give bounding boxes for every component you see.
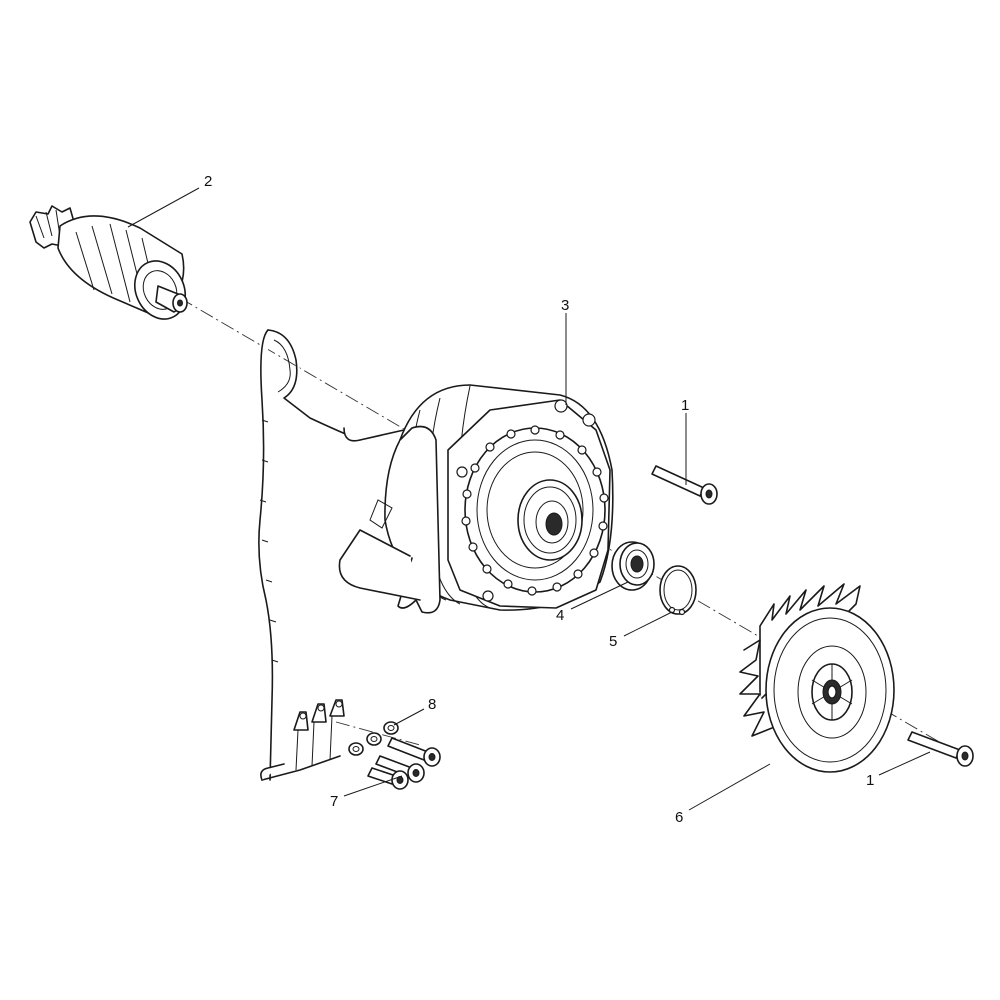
callout-7: 7	[330, 793, 338, 810]
callout-2: 2	[204, 173, 212, 190]
callout-6: 6	[675, 809, 683, 826]
callout-5: 5	[609, 633, 617, 650]
small-screws	[367, 737, 441, 790]
retaining-ring	[659, 565, 697, 616]
fan-wheel	[739, 583, 895, 773]
bearing	[611, 541, 655, 591]
washers	[348, 721, 399, 756]
callout-1-bottom: 1	[866, 772, 874, 789]
callout-1-top: 1	[681, 397, 689, 414]
callout-4: 4	[556, 607, 564, 624]
wire-harness	[258, 329, 361, 781]
callout-3: 3	[561, 297, 569, 314]
callout-8: 8	[428, 696, 436, 713]
armature-rotor	[29, 205, 188, 320]
stator-housing	[338, 384, 614, 614]
wire-terminals	[293, 699, 345, 771]
long-screw-top	[651, 465, 718, 505]
long-screw-bottom	[907, 731, 974, 767]
callout-labels: 2 3 1 4 5 8 7 1 6	[204, 173, 874, 826]
stator-bolts-ring	[461, 425, 609, 596]
leader-lines	[127, 187, 931, 811]
